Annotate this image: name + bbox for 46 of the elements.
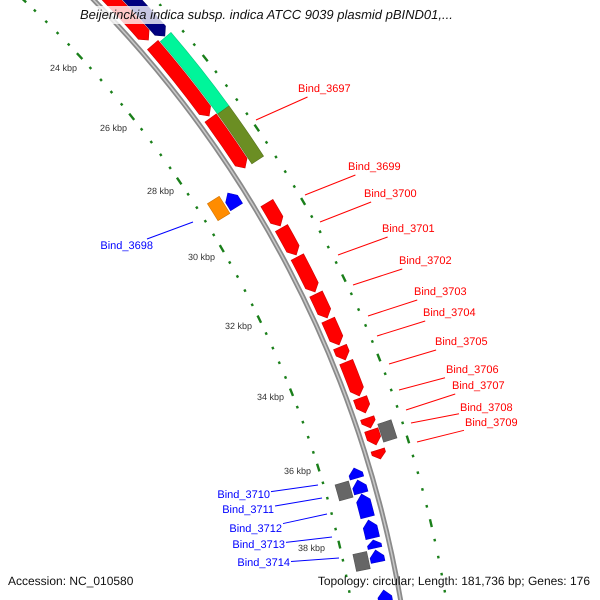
gene-label: Bind_3707 [452, 380, 505, 393]
tick-label: 36 kbp [284, 467, 312, 477]
gene-label: Bind_3704 [423, 307, 476, 320]
gene-label: Bind_3700 [364, 188, 417, 201]
gene-label: Bind_3712 [229, 523, 282, 536]
leader-line [274, 498, 322, 506]
tick-label: 38 kbp [298, 544, 326, 554]
tick-label: 34 kbp [257, 393, 284, 403]
leader-line [320, 202, 372, 222]
gene-label: Bind_3714 [237, 557, 290, 570]
tick-label: 28 kbp [147, 187, 174, 197]
tick-label: 30 kbp [188, 253, 216, 263]
leader-line [410, 413, 460, 424]
leader-line [368, 300, 418, 316]
gene-label: Bind_3697 [298, 83, 351, 96]
leader-line [338, 236, 388, 256]
tick-label: 26 kbp [100, 124, 128, 134]
leader-line [398, 377, 446, 390]
leader-line [416, 430, 464, 442]
gene-label: Bind_3703 [414, 286, 467, 299]
leader-line [304, 174, 356, 196]
leader-line [282, 514, 328, 524]
tick-label: 24 kbp [50, 64, 78, 74]
leader-line [146, 222, 194, 240]
leader-line [286, 536, 332, 543]
gene-label: Bind_3708 [460, 402, 513, 415]
leader-line [256, 96, 308, 120]
leader-line [270, 484, 318, 492]
leader-line [352, 268, 403, 286]
gene-label: Bind_3711 [222, 504, 274, 517]
gene-label: Bind_3702 [399, 255, 452, 268]
gene-label: Bind_3701 [382, 223, 435, 236]
gene-label: Bind_3709 [465, 417, 518, 430]
leader-line [406, 394, 456, 410]
map-stats-text: Topology: circular; Length: 181,736 bp; Genes: 176 [318, 575, 590, 588]
leader-line [388, 350, 437, 364]
tick-label: 32 kbp [225, 322, 252, 332]
gene-label: Bind_3713 [232, 539, 285, 552]
gene-label: Bind_3706 [446, 364, 499, 377]
gene-label: Bind_3699 [348, 161, 401, 174]
leader-line [290, 558, 340, 562]
gene-label: Bind_3698 [100, 240, 153, 253]
gene-label: Bind_3710 [217, 489, 270, 502]
leader-line [376, 320, 426, 336]
gene-label: Bind_3705 [435, 336, 488, 349]
accession-text: Accession: NC_010580 [8, 575, 134, 588]
